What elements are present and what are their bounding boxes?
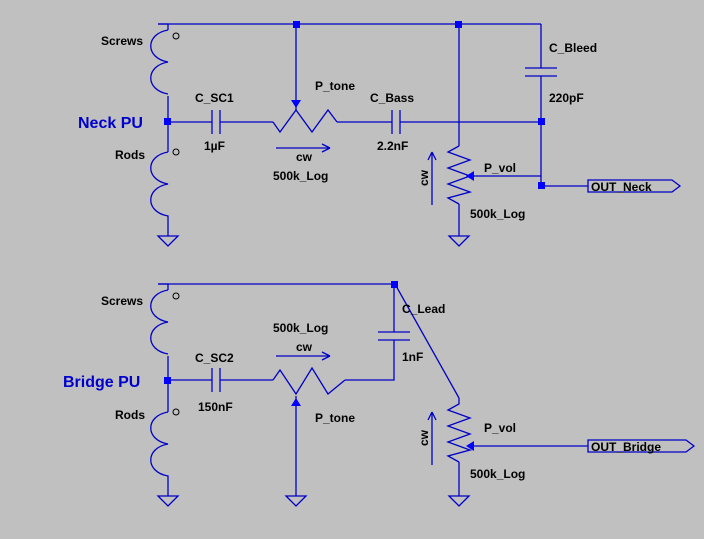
bridge-c-sc2-capacitor [211,368,221,392]
bridge-tone-cw-arrow-icon [276,351,331,361]
bridge-coil [150,283,180,507]
bridge-vol-pot-value: 500k_Log [470,467,525,481]
neck-coil [150,23,180,247]
neck-c-bass-capacitor [391,110,401,134]
neck-pickup-label: Neck PU [78,115,143,132]
bridge-coil-ground-icon [156,495,180,507]
bridge-coil-bottom-label: Rods [115,408,145,422]
neck-vol-pot-name: P_vol [484,161,516,175]
neck-output-port: OUT_Neck [587,179,682,194]
neck-tone-pot-name: P_tone [315,79,355,93]
bridge-vol-pot-cw: cw [417,429,431,446]
neck-tone-pot [272,96,338,134]
neck-output-label: OUT_Neck [591,180,652,194]
bridge-vol-pot [446,398,474,507]
bridge-tone-ground-icon [284,495,308,507]
bridge-output-label: OUT_Bridge [591,440,661,454]
neck-tone-cw-arrow-icon [276,143,331,153]
bridge-c-sc2-name: C_SC2 [195,351,234,365]
neck-tone-pot-value: 500k_Log [273,169,328,183]
neck-vol-ground-icon [447,235,471,247]
bridge-wire-main-node [170,284,395,381]
bridge-c-sc2-value: 150nF [198,400,233,414]
bridge-vol-cw-arrow-icon [427,411,437,465]
neck-c-bass-name: C_Bass [370,91,414,105]
neck-c-bleed-name: C_Bleed [549,41,597,55]
bridge-c-lead-capacitor [378,331,410,341]
neck-coil-ground-icon [156,235,180,247]
bridge-output-port: OUT_Bridge [587,439,696,454]
bridge-junction-dot [164,377,171,384]
neck-coil-top-label: Screws [101,34,143,48]
neck-circuit: C_SC1 1µF P_tone cw 500k_Log C_Bass 2.2n… [78,21,682,247]
bridge-coil-top-label: Screws [101,294,143,308]
bridge-c-lead-value: 1nF [402,350,423,364]
neck-junction-dot [455,21,462,28]
neck-c-bass-value: 2.2nF [377,139,408,153]
neck-c-bleed-value: 220pF [549,91,584,105]
bridge-circuit: C_SC2 150nF P_tone cw 500k_Log C_Lead 1n… [63,281,696,507]
neck-tone-pot-cw: cw [296,150,313,164]
neck-junction-dot [293,21,300,28]
neck-c-sc1-name: C_SC1 [195,91,234,105]
neck-junction-dot [164,118,171,125]
neck-c-sc1-capacitor [211,110,221,134]
bridge-pickup-label: Bridge PU [63,374,140,391]
bridge-tone-pot [272,366,346,507]
neck-c-sc1-value: 1µF [204,139,225,153]
neck-c-bleed-capacitor [525,67,557,77]
bridge-tone-pot-name: P_tone [315,411,355,425]
neck-junction-dot [538,118,545,125]
neck-vol-pot [446,145,541,247]
bridge-c-lead-name: C_Lead [402,302,445,316]
bridge-tone-pot-value: 500k_Log [273,321,328,335]
bridge-tone-pot-cw: cw [296,340,313,354]
bridge-junction-dot [391,281,398,288]
neck-vol-pot-value: 500k_Log [470,207,525,221]
neck-vol-cw-arrow-icon [427,151,437,205]
bridge-vol-pot-name: P_vol [484,421,516,435]
neck-junction-dot [538,182,545,189]
neck-vol-pot-cw: cw [417,169,431,186]
bridge-vol-ground-icon [447,495,471,507]
neck-coil-bottom-label: Rods [115,148,145,162]
neck-wire-vertical [167,24,588,236]
